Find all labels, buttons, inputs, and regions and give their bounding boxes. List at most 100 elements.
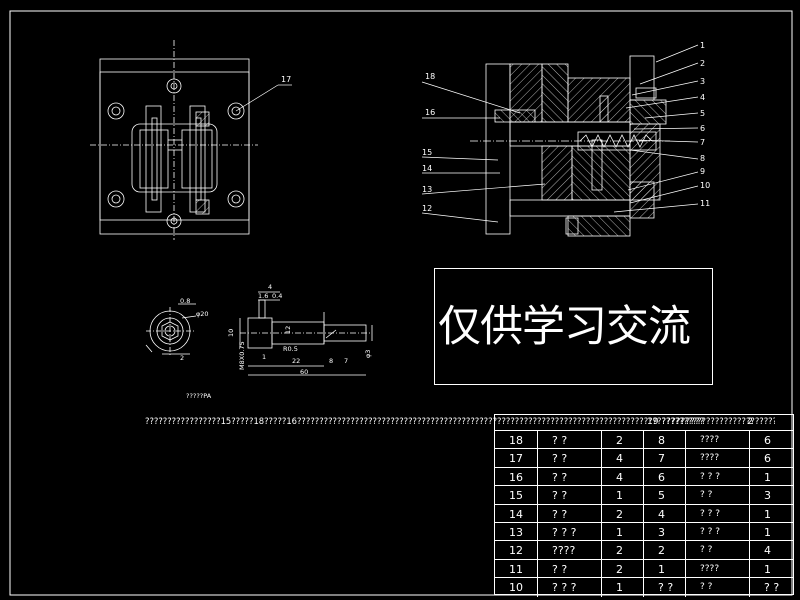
callout-15: 15 — [422, 148, 432, 157]
bom-cell-b-no: 5 — [643, 486, 685, 506]
dim-1: 1 — [262, 353, 266, 361]
bom-header-left-num: 19 — [647, 417, 659, 427]
bom-cell-a-name: ? ? ? — [537, 523, 601, 542]
bom-cell-a-qty: 1 — [601, 578, 643, 598]
dim-r0-5: R0.5 — [283, 345, 298, 353]
callout-10: 10 — [700, 181, 710, 190]
bom-cell-b-qty: 1 — [749, 504, 793, 524]
bom-cell-a-no: 12 — [509, 544, 523, 558]
dim-60: 60 — [300, 368, 308, 376]
dim-1-6: 1.6 — [258, 292, 268, 300]
bom-cell-a-qty: 4 — [601, 449, 643, 469]
callout-3: 3 — [700, 77, 705, 86]
bom-cell-a-name: ? ? — [537, 467, 601, 487]
section-view — [470, 55, 670, 237]
bom-cell-b-name: ? ? — [685, 578, 749, 598]
callout-2: 2 — [700, 59, 705, 68]
bom-cell-b-name: ? ? — [685, 541, 749, 561]
part-end-view — [145, 303, 197, 355]
section-callouts-right — [613, 44, 699, 213]
bom-cell-a-no: 17 — [509, 452, 523, 466]
tech-caption: ?????PA — [186, 392, 212, 400]
bom-cell-b-name: ? ? — [685, 486, 749, 506]
dim-12: 12 — [284, 326, 292, 334]
bom-cell-a-name: ? ? — [537, 559, 601, 579]
bom-cell-b-no: 7 — [643, 449, 685, 469]
bom-cell-a-no: 16 — [509, 470, 523, 484]
callout-8: 8 — [700, 154, 705, 163]
callout-1: 1 — [700, 41, 705, 50]
section-callout-labels-left: 18 16 15 14 13 12 — [422, 72, 435, 213]
bom-cell-b-name: ? ? ? — [685, 467, 749, 487]
bom-cell-b-no: 1 — [643, 559, 685, 579]
dim-phi-3: φ3 — [364, 350, 372, 358]
bom-cell-b-qty: 1 — [749, 523, 793, 542]
bom-cell-b-no: 6 — [643, 467, 685, 487]
bom-cell-a-name: ? ? — [537, 431, 601, 450]
callout-5: 5 — [700, 109, 705, 118]
bom-header-text: ????????? — [661, 417, 705, 427]
bom-cell-b-no: 4 — [643, 504, 685, 524]
bom-cell-a-no: 10 — [509, 581, 523, 595]
callout-9: 9 — [700, 167, 705, 176]
bom-cell-a-qty: 4 — [601, 467, 643, 487]
bom-cell-b-name: ???? — [685, 559, 749, 579]
table-row: 10? ? ?1? ?? ?? ? — [495, 577, 793, 598]
dim-4: 4 — [268, 283, 272, 291]
callout-18: 18 — [425, 72, 435, 81]
bom-cell-b-qty: 6 — [749, 449, 793, 469]
bom-cell-a-no: 11 — [509, 562, 523, 576]
bom-cell-b-qty: ? ? — [749, 578, 793, 598]
callout-13: 13 — [422, 185, 432, 194]
dim-thread: M8X0.75 — [238, 341, 246, 370]
bom-cell-a-qty: 2 — [601, 504, 643, 524]
bom-cell-a-no: 18 — [509, 434, 523, 447]
bom-cell-a-qty: 1 — [601, 486, 643, 506]
bom-cell-b-qty: 3 — [749, 486, 793, 506]
bom-cell-a-no: 15 — [509, 489, 523, 503]
dim-0-4: 0.4 — [272, 292, 282, 300]
callout-17: 17 — [281, 75, 291, 84]
bom-cell-b-qty: 6 — [749, 431, 793, 450]
dim-7: 7 — [344, 357, 348, 365]
dim-22: 22 — [292, 357, 300, 365]
bom-cell-a-name: ? ? — [537, 449, 601, 469]
bom-cell-b-name: ???? — [685, 449, 749, 469]
bom-cell-b-name: ? ? ? — [685, 504, 749, 524]
bom-cell-a-name: ? ? ? — [537, 578, 601, 598]
bom-cell-b-no: ? ? — [643, 578, 685, 598]
bom-cell-a-no: 13 — [509, 526, 523, 539]
callout-7: 7 — [700, 138, 705, 147]
dim-0-8: 0.8 — [180, 297, 190, 305]
bom-cell-b-qty: 4 — [749, 541, 793, 561]
dim-8: 8 — [329, 357, 333, 365]
bom-cell-a-qty: 2 — [601, 541, 643, 561]
callout-4: 4 — [700, 93, 705, 102]
bom-cell-b-no: 8 — [643, 431, 685, 450]
dim-2: 2 — [180, 354, 184, 362]
dim-phi-20: φ20 — [196, 310, 209, 318]
bom-cell-b-qty: 1 — [749, 467, 793, 487]
bom-cell-b-no: 2 — [643, 541, 685, 561]
bom-cell-a-qty: 1 — [601, 523, 643, 542]
callout-14: 14 — [422, 164, 432, 173]
drawing-frame — [9, 10, 793, 596]
section-callout-labels-right: 1 2 3 4 5 6 7 8 9 10 11 — [700, 41, 710, 208]
watermark-box — [434, 268, 713, 385]
part-side-view — [239, 291, 373, 376]
bom-cell-a-qty: 2 — [601, 431, 643, 450]
callout-leader-17 — [235, 84, 279, 112]
watermark-text: 仅供学习交流 — [438, 302, 691, 352]
bom-header: 19 ????????? 2 — [647, 416, 753, 428]
callout-6: 6 — [700, 124, 705, 133]
bom-header-right-num: 2 — [747, 417, 753, 427]
